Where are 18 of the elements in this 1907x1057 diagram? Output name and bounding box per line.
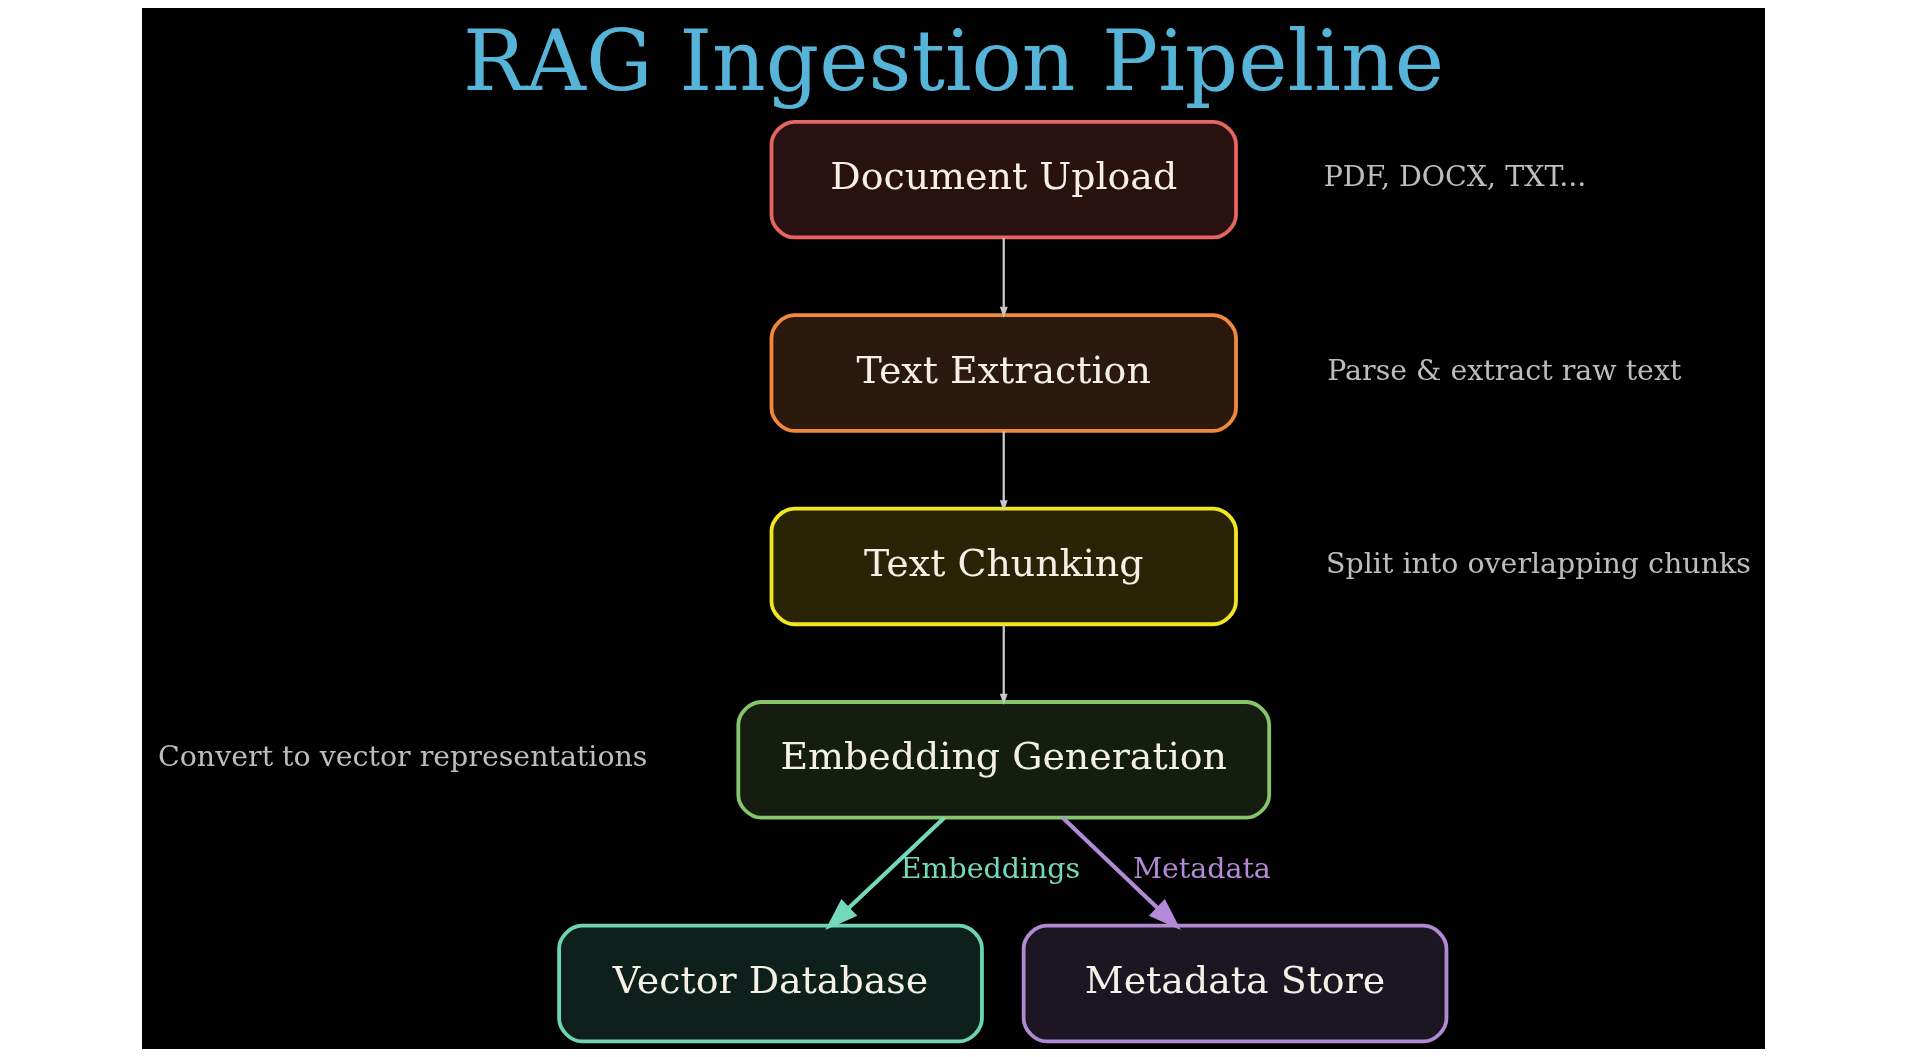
node-box: Vector Database (557, 923, 984, 1044)
edge-label: Embeddings (900, 852, 1081, 886)
node-label: Convert to vector representations (157, 740, 648, 774)
arrow (999, 624, 1008, 705)
node-box: Text Extraction (769, 313, 1238, 433)
node-label: Parse & extract raw text (1327, 353, 1682, 387)
node-label: Split into overlapping chunks (1326, 547, 1751, 581)
node-box: Metadata Store (1021, 923, 1449, 1044)
edge-label: Metadata (1132, 852, 1271, 886)
diagram-title: RAG Ingestion Pipeline (462, 12, 1445, 110)
arrow (999, 237, 1008, 319)
arrow (1061, 816, 1181, 931)
node-box: Document Upload (769, 119, 1238, 240)
node-box: Embedding Generation (736, 700, 1272, 820)
arrow (999, 431, 1008, 512)
node-box: Text Chunking (769, 506, 1238, 627)
arrow (825, 816, 946, 930)
node-label: PDF, DOCX, TXT... (1323, 160, 1587, 194)
